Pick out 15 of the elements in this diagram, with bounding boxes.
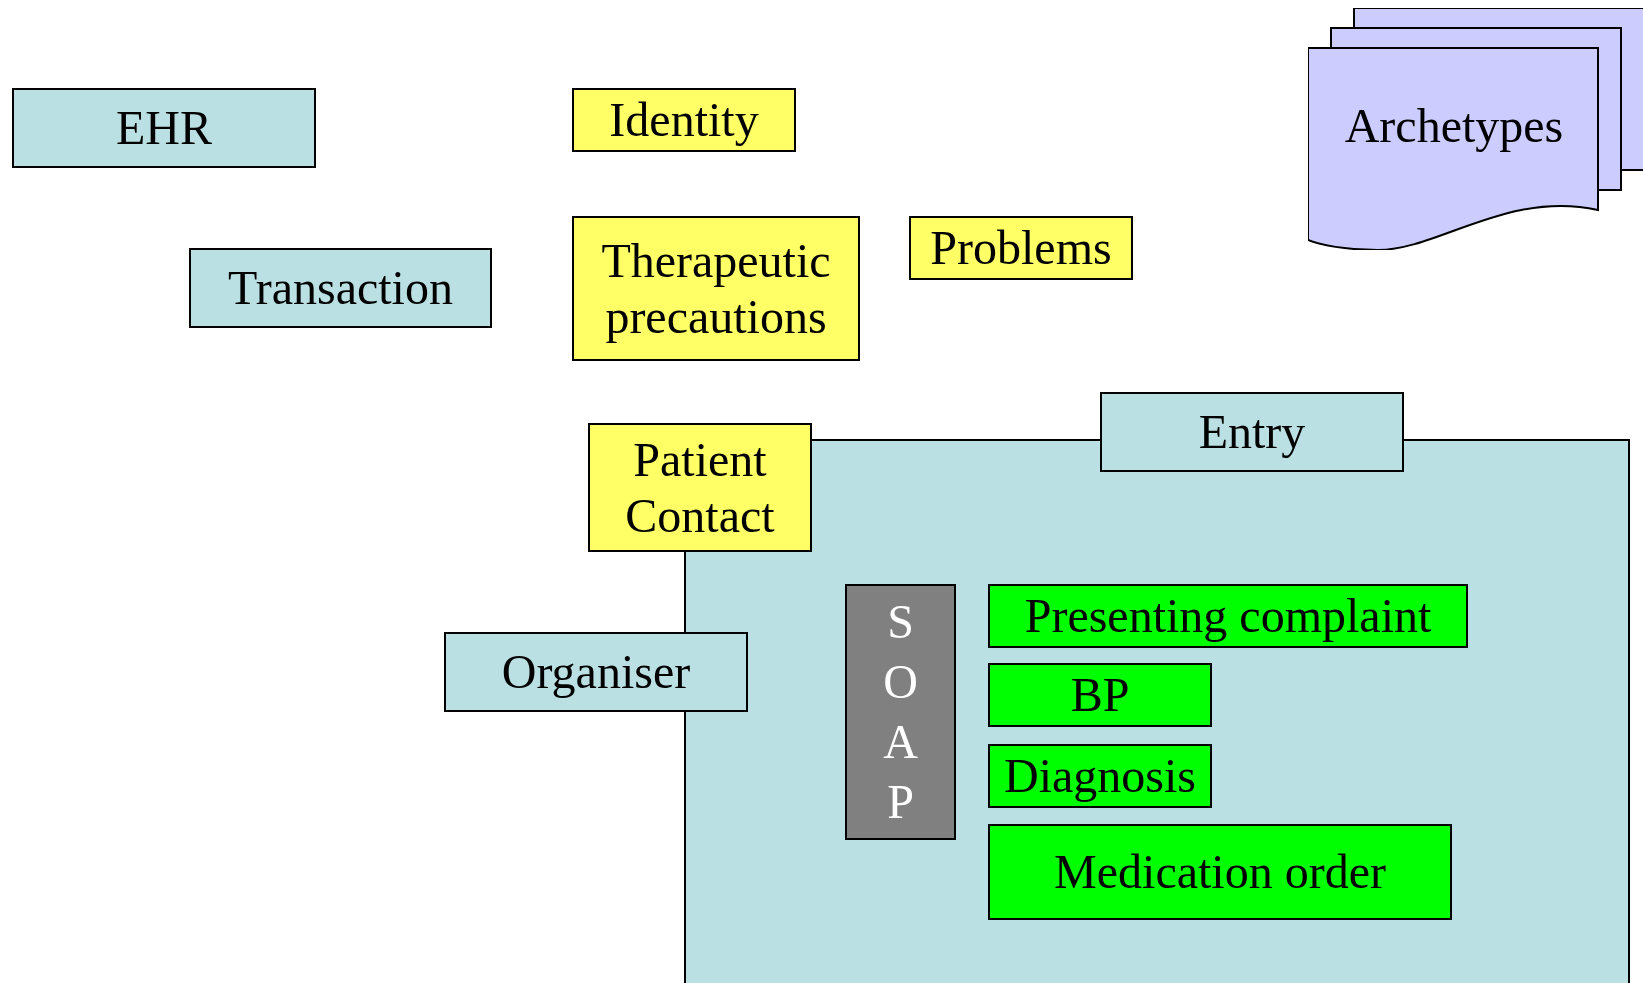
document-stack [1308,8,1643,250]
label-box: Identity [572,88,796,152]
label-box: Problems [909,216,1133,280]
label-box: Transaction [189,248,492,328]
vertical-label-box: SOAP [845,584,956,840]
label-box: Entry [1100,392,1404,472]
label-box: Therapeutic precautions [572,216,860,361]
label-box: Presenting complaint [988,584,1468,648]
document-label: Archetypes [1343,98,1565,153]
label-box: Medication order [988,824,1452,920]
label-box: Diagnosis [988,744,1212,808]
label-box: EHR [12,88,316,168]
label-box: BP [988,663,1212,727]
label-box: Patient Contact [588,423,812,552]
label-box: Organiser [444,632,748,712]
